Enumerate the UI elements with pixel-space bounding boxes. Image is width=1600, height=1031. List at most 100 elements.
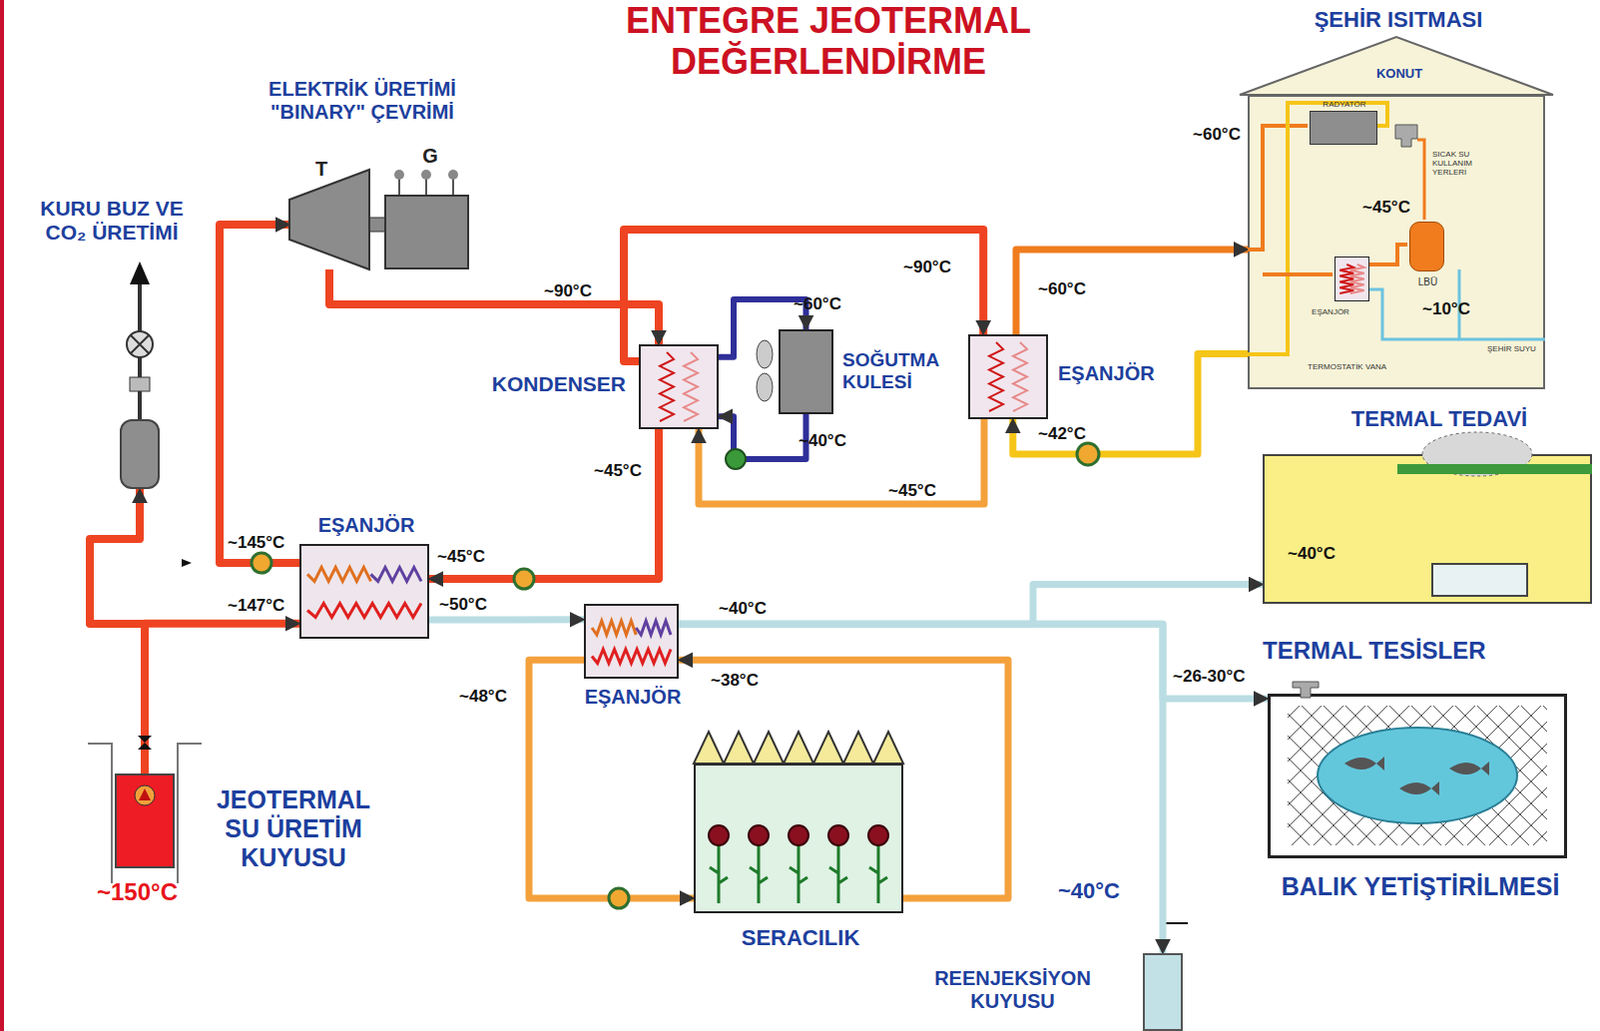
generator: G xyxy=(384,194,470,270)
shape-drawing xyxy=(299,543,430,639)
shape-drawing xyxy=(384,194,470,270)
node-label: EŞANJÖR xyxy=(557,685,708,709)
temperature-label: ~40°C xyxy=(798,431,847,452)
ellipse-shape xyxy=(756,340,773,369)
node-label: TERMAL TEDAVİ xyxy=(1304,406,1575,432)
house-exchanger: EŞANJÖR xyxy=(1334,256,1370,302)
cooling-tower: SOĞUTMA KULESİ xyxy=(778,329,834,415)
temperature-label: ~38°C xyxy=(710,670,759,691)
circle-shape xyxy=(708,825,729,846)
path-shape xyxy=(1350,264,1365,294)
temperature-label: ~147°C xyxy=(227,595,285,616)
shape-drawing xyxy=(1267,693,1568,859)
small-note: TERMOSTATİK VANA xyxy=(1307,362,1408,372)
node-label: KURU BUZ VE CO₂ ÜRETİMİ xyxy=(21,196,202,245)
circle-shape xyxy=(725,449,746,470)
small-note: ŞEHİR SUYU xyxy=(1487,344,1538,354)
node-label: EŞANJÖR xyxy=(1058,362,1178,386)
circle-shape xyxy=(134,785,155,806)
node-label: BALIK YETİŞTİRİLMESİ xyxy=(1270,872,1571,902)
production-well: ~150°CJEOTERMAL SU ÜRETİM KUYUSU xyxy=(114,773,175,869)
node-label: G xyxy=(418,144,443,168)
path-shape xyxy=(137,735,152,750)
path-shape xyxy=(683,352,698,422)
node-label: EŞANJÖR xyxy=(301,514,432,537)
temperature-label: ~26-30°C xyxy=(1172,666,1245,687)
path-shape xyxy=(1013,342,1028,412)
node-label: JEOTERMAL SU ÜRETİM KUYUSU xyxy=(204,785,383,872)
path-shape xyxy=(1399,781,1440,796)
path-shape xyxy=(635,620,671,635)
temperature-label: ~90°C xyxy=(903,257,952,278)
path-shape xyxy=(129,261,150,285)
hot-water-tank: LBÜ xyxy=(1409,221,1445,272)
thermal-treatment: TERMAL TEDAVİ xyxy=(1262,454,1593,604)
node-label: RADYATÖR xyxy=(1310,99,1379,109)
circle-shape xyxy=(448,169,459,180)
path-shape xyxy=(1247,125,1308,250)
path-shape xyxy=(1162,922,1188,925)
path-shape xyxy=(843,731,874,764)
node-label: KONDENSER xyxy=(426,372,626,397)
node-label: ELEKTRİK ÜRETİMİ "BINARY" ÇEVRİMİ xyxy=(242,77,483,124)
temperature-label: ~90°C xyxy=(543,281,592,302)
circle-shape xyxy=(126,331,153,358)
circle-shape xyxy=(608,888,629,909)
shape-drawing xyxy=(693,763,904,914)
temperature-label: ~60°C xyxy=(1192,124,1241,145)
section-heading: TERMAL TESİSLER xyxy=(1262,636,1487,665)
node-label: LBÜ xyxy=(1410,276,1446,289)
path-shape xyxy=(693,731,724,764)
greenhouse: SERACILIK xyxy=(693,763,904,914)
path-shape xyxy=(307,566,372,581)
path-shape xyxy=(989,342,1004,412)
node-label: ~150°C xyxy=(96,878,207,907)
node-label: T xyxy=(309,157,334,181)
rect-shape xyxy=(1397,464,1593,475)
path-shape xyxy=(659,352,674,422)
small-note: SICAK SU KULLANIM YERLERİ xyxy=(1432,149,1495,178)
pipe-connector xyxy=(89,489,145,774)
path-shape xyxy=(1459,269,1546,340)
path-shape xyxy=(181,558,192,567)
temperature-label: ~60°C xyxy=(793,294,842,315)
circle-shape xyxy=(514,568,534,589)
temperature-label: ~40°C xyxy=(718,598,767,619)
path-shape xyxy=(591,620,636,635)
shape-drawing xyxy=(638,344,719,430)
diagram-title: ENTEGRE JEOTERMAL DEĞERLENDİRME xyxy=(519,0,1138,83)
ellipse-shape xyxy=(756,373,773,402)
path-shape xyxy=(709,841,728,904)
node-label: EŞANJÖR xyxy=(1290,307,1371,317)
node-label: ŞEHİR ISITMASI xyxy=(1269,6,1528,32)
g-shape xyxy=(251,443,1099,909)
turbine: T xyxy=(289,169,370,270)
temperature-label: ~60°C xyxy=(1038,279,1086,300)
temperature-label: ~42°C xyxy=(1038,424,1086,445)
circle-shape xyxy=(394,169,405,180)
pipe-connector xyxy=(698,419,985,505)
path-shape xyxy=(783,731,814,764)
temperature-label: ~45°C xyxy=(1362,197,1411,218)
path-shape xyxy=(1417,139,1425,220)
temperature-label: ~45°C xyxy=(888,481,937,502)
pipe-connector xyxy=(329,269,659,345)
circle-shape xyxy=(1076,443,1099,466)
radiator: RADYATÖR xyxy=(1309,110,1378,145)
pipe-connector xyxy=(219,224,300,563)
path-shape xyxy=(749,841,768,904)
rect-shape xyxy=(0,0,4,1031)
path-shape xyxy=(1262,272,1333,277)
shape-drawing xyxy=(778,329,834,415)
path-shape xyxy=(813,731,844,764)
node-label: KONUT xyxy=(1344,66,1455,82)
rect-shape xyxy=(1287,705,1548,846)
path-shape xyxy=(591,649,671,664)
path-shape xyxy=(1367,244,1408,265)
path-shape xyxy=(723,731,754,764)
fish-farm: BALIK YETİŞTİRİLMESİ xyxy=(1267,693,1568,859)
co2-tank: KURU BUZ VE CO₂ ÜRETİMİ xyxy=(119,419,160,490)
circle-shape xyxy=(788,825,809,846)
heat-exchanger: EŞANJÖR xyxy=(968,334,1049,420)
